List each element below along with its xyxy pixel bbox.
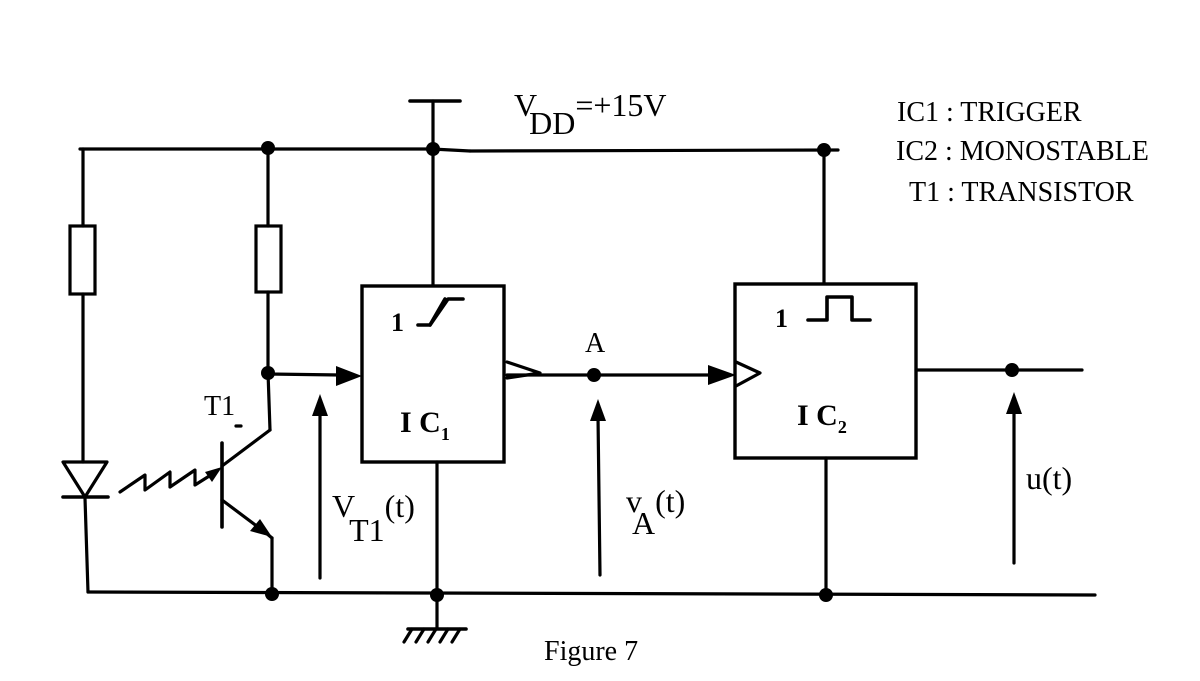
ground-rail <box>86 590 1097 597</box>
ground-icon <box>402 593 468 644</box>
resistor-2 <box>254 224 283 294</box>
va-arrow <box>590 399 606 577</box>
collector-branch <box>254 145 283 432</box>
vt1-argument: (t) <box>385 488 415 524</box>
u-label: u(t) <box>1026 460 1072 496</box>
legend-item: IC1 : TRIGGER <box>897 97 1082 128</box>
junction-dots <box>261 141 1019 602</box>
signal-wire-a <box>505 365 736 385</box>
resistor-1 <box>68 224 97 296</box>
ic2-name: I C2 <box>797 399 847 437</box>
led-branch <box>68 147 97 594</box>
supply-rail <box>78 147 840 153</box>
ic1-subscript: 1 <box>441 424 450 444</box>
light-ray-icon <box>118 467 222 494</box>
transistor-label: T1 <box>204 391 235 422</box>
vt1-subscript: T1 <box>349 512 385 548</box>
ic2-monostable-block <box>733 148 918 597</box>
vdd-label: VDD=+15V <box>514 87 667 141</box>
component-legend: IC1 : TRIGGER IC2 : MONOSTABLE T1 : TRAN… <box>896 97 1149 208</box>
va-subscript: A <box>632 505 655 541</box>
transistor-t1 <box>220 428 274 596</box>
vdd-terminal <box>408 99 462 151</box>
led-icon <box>61 460 110 499</box>
va-argument: (t) <box>655 483 685 519</box>
pulse-icon <box>806 295 872 322</box>
figure-caption: Figure 7 <box>544 636 638 667</box>
u-arrow <box>1006 392 1022 565</box>
ic1-input-wire <box>266 366 362 386</box>
hysteresis-icon <box>416 297 465 327</box>
ic1-trigger-block <box>360 147 506 597</box>
vdd-value: =+15V <box>575 87 666 123</box>
ic2-clock-input-icon <box>734 360 762 388</box>
ic1-name: I C1 <box>400 406 450 444</box>
legend-item: IC2 : MONOSTABLE <box>896 136 1149 167</box>
ic1-one-label: 1 <box>391 308 404 337</box>
legend-item: T1 : TRANSISTOR <box>909 177 1134 208</box>
vdd-subscript: DD <box>529 105 575 141</box>
ic2-subscript: 2 <box>838 417 847 437</box>
ic2-one-label: 1 <box>775 304 788 333</box>
vt1-arrow <box>312 394 328 580</box>
node-a-label: A <box>585 328 606 359</box>
